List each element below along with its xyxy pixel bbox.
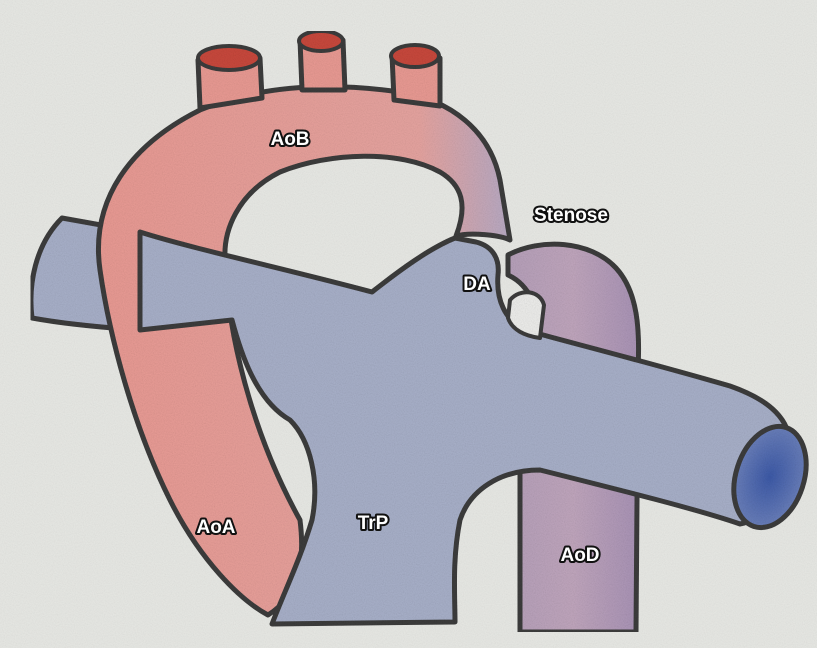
left-carotid-lumen (299, 31, 343, 51)
label-stenose: Stenose (534, 205, 608, 226)
label-aod: AoD (560, 545, 599, 566)
label-da: DA (463, 274, 491, 295)
label-aoa: AoA (196, 517, 235, 538)
label-trp: TrP (358, 513, 389, 534)
brachiocephalic-lumen (198, 46, 260, 70)
left-subclavian-lumen (391, 45, 439, 67)
label-aob: AoB (270, 129, 309, 150)
